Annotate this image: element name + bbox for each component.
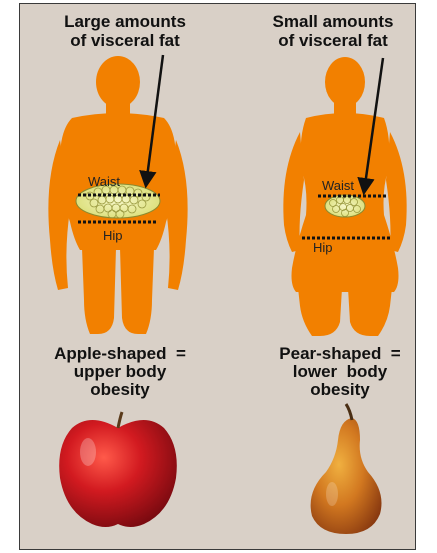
apple-image	[59, 412, 177, 527]
heading-left: Large amounts of visceral fat	[40, 12, 210, 50]
heading-left-line2: of visceral fat	[40, 31, 210, 50]
heading-right-line2: of visceral fat	[248, 31, 418, 50]
caption-left-line1: Apple-shaped =	[30, 345, 210, 363]
caption-right: Pear-shaped = lower body obesity	[250, 345, 430, 399]
caption-left: Apple-shaped = upper body obesity	[30, 345, 210, 399]
visceral-fat-right	[325, 195, 365, 217]
caption-left-line3: obesity	[30, 381, 210, 399]
heading-right-line1: Small amounts	[248, 12, 418, 31]
caption-right-line1: Pear-shaped =	[250, 345, 430, 363]
caption-right-line2: lower body	[250, 363, 430, 381]
heading-right: Small amounts of visceral fat	[248, 12, 418, 50]
hip-label-right: Hip	[313, 240, 333, 255]
waist-label-right: Waist	[322, 178, 354, 193]
caption-right-line3: obesity	[250, 381, 430, 399]
visceral-fat-left	[76, 184, 160, 218]
caption-left-line2: upper body	[30, 363, 210, 381]
hip-label-left: Hip	[103, 228, 123, 243]
heading-left-line1: Large amounts	[40, 12, 210, 31]
pear-image	[311, 404, 382, 534]
waist-label-left: Waist	[88, 174, 120, 189]
